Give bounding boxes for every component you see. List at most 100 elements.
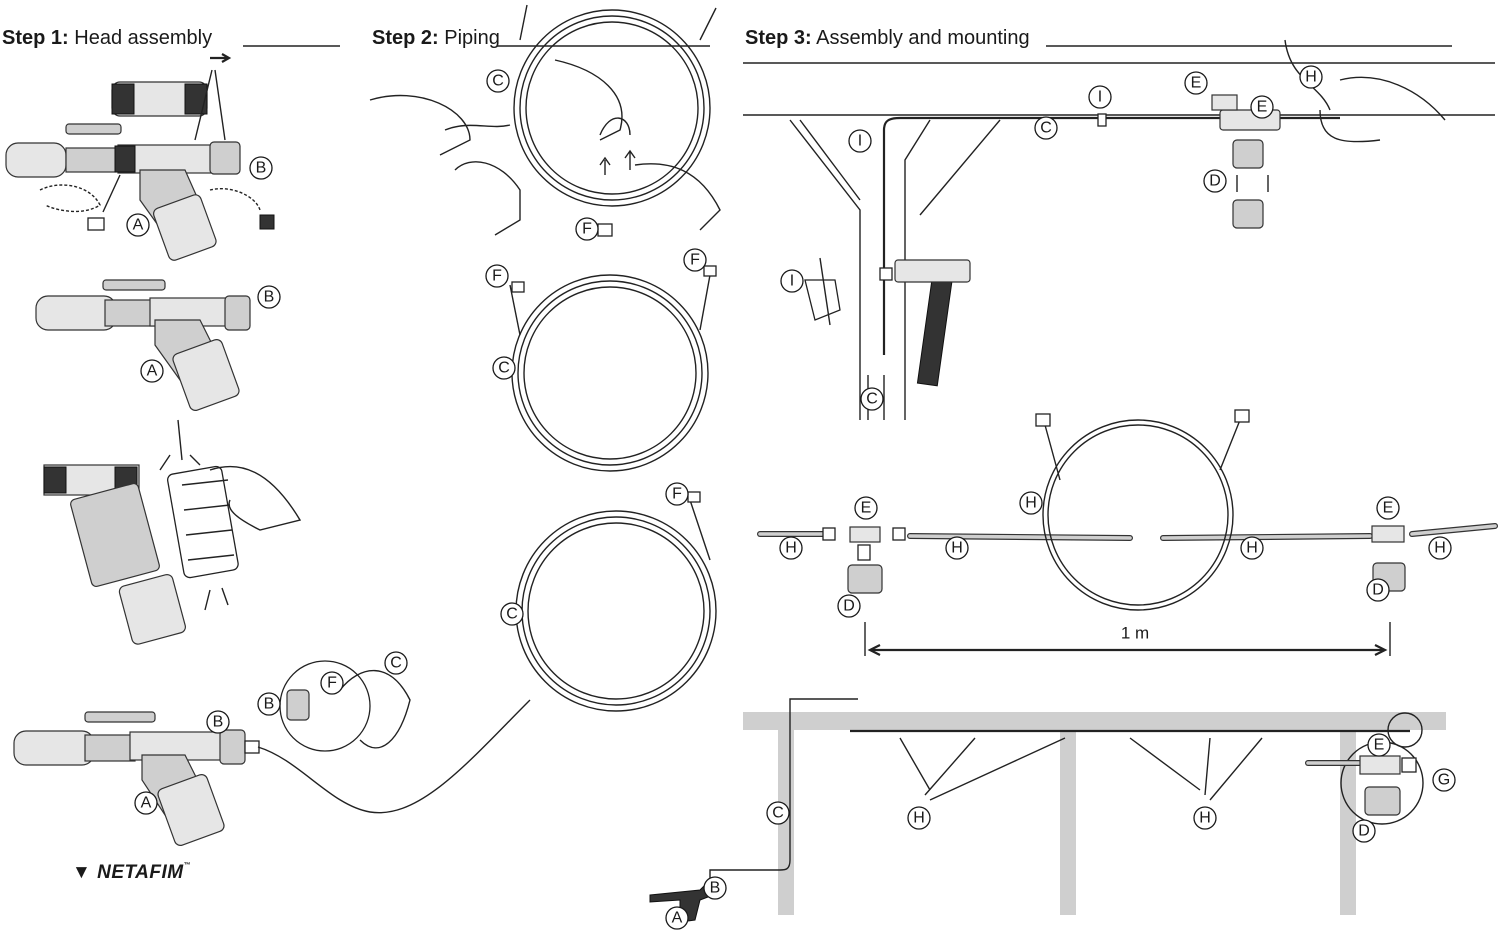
- svg-text:B: B: [256, 160, 267, 177]
- callout-step2-c2: C: [492, 356, 516, 380]
- svg-text:H: H: [951, 540, 963, 557]
- svg-text:H: H: [1434, 540, 1446, 557]
- callout-step3-d4: D: [1352, 819, 1376, 843]
- callout-step3-h5: H: [1240, 536, 1264, 560]
- callout-step1-b2: B: [257, 285, 281, 309]
- callout-step2-f3: F: [683, 248, 707, 272]
- svg-text:C: C: [1040, 120, 1052, 137]
- callout-step1-b1: B: [249, 156, 273, 180]
- measurement-label: 1 m: [1121, 624, 1149, 643]
- svg-text:I: I: [1098, 89, 1102, 106]
- callout-step3-i2: I: [848, 129, 872, 153]
- callout-step3-h4: H: [945, 536, 969, 560]
- step1-panel1: [5, 69, 275, 261]
- svg-text:F: F: [690, 252, 700, 269]
- svg-text:E: E: [1383, 500, 1394, 517]
- step3-pergola: [743, 39, 1495, 420]
- svg-text:C: C: [866, 391, 878, 408]
- svg-text:C: C: [772, 805, 784, 822]
- callout-step3-a: A: [665, 906, 689, 930]
- callout-step3-c1: C: [1034, 116, 1058, 140]
- svg-text:G: G: [1438, 772, 1450, 789]
- svg-text:C: C: [390, 655, 402, 672]
- callout-step3-d3: D: [1366, 578, 1390, 602]
- svg-text:F: F: [327, 675, 337, 692]
- callout-step3-g: G: [1432, 768, 1456, 792]
- svg-text:D: D: [1372, 582, 1384, 599]
- svg-text:B: B: [264, 696, 275, 713]
- callout-step3-e2: E: [1250, 95, 1274, 119]
- callout-step1-b3: B: [206, 710, 230, 734]
- callout-step3-h2: H: [1019, 491, 1043, 515]
- step1-heading: Step 1: Head assembly: [2, 27, 213, 49]
- callout-step2-f4: F: [665, 482, 689, 506]
- step3-heading: Step 3: Assembly and mounting: [745, 27, 1030, 49]
- callout-step2-c3: C: [500, 602, 524, 626]
- callout-step1-a3: A: [134, 791, 158, 815]
- svg-text:F: F: [582, 221, 592, 238]
- svg-text:H: H: [1246, 540, 1258, 557]
- callout-step3-e3: E: [854, 496, 878, 520]
- svg-text:B: B: [264, 289, 275, 306]
- callout-step3-i1: I: [1088, 85, 1112, 109]
- svg-text:H: H: [1305, 69, 1317, 86]
- svg-text:C: C: [506, 606, 518, 623]
- svg-text:F: F: [672, 486, 682, 503]
- callout-step3-i3: I: [780, 269, 804, 293]
- callout-step3-e1: E: [1184, 71, 1208, 95]
- step3-installed-pergola: [649, 698, 1446, 923]
- svg-text:C: C: [492, 73, 504, 90]
- svg-text:A: A: [147, 363, 158, 380]
- svg-text:E: E: [1191, 75, 1202, 92]
- direction-arrow-icon: [210, 53, 232, 63]
- svg-text:A: A: [672, 910, 683, 927]
- callout-step3-e5: E: [1367, 733, 1391, 757]
- callout-step3-c3: C: [766, 801, 790, 825]
- callout-step2-f2: F: [485, 264, 509, 288]
- svg-text:I: I: [790, 273, 794, 290]
- callout-step3-h1: H: [1299, 65, 1323, 89]
- callout-step2-c1: C: [486, 69, 510, 93]
- callout-step3-h8: H: [1193, 806, 1217, 830]
- svg-text:H: H: [1025, 495, 1037, 512]
- callout-step1-f: F: [320, 671, 344, 695]
- step1-panel3: [43, 419, 302, 645]
- svg-text:B: B: [710, 880, 721, 897]
- svg-text:A: A: [141, 795, 152, 812]
- step3-exploded-row: [757, 409, 1498, 656]
- callout-step3-h7: H: [907, 806, 931, 830]
- svg-text:H: H: [913, 810, 925, 827]
- svg-text:E: E: [1374, 737, 1385, 754]
- callout-step1-a1: A: [126, 213, 150, 237]
- svg-text:I: I: [858, 133, 862, 150]
- svg-text:D: D: [1209, 173, 1221, 190]
- step1-panel4: [13, 660, 531, 846]
- svg-text:A: A: [133, 217, 144, 234]
- svg-text:H: H: [785, 540, 797, 557]
- netafim-logo: ▼ NETAFIM™: [72, 862, 192, 883]
- svg-text:F: F: [492, 268, 502, 285]
- svg-text:B: B: [213, 714, 224, 731]
- callout-step3-e4: E: [1376, 496, 1400, 520]
- callout-step3-h3: H: [779, 536, 803, 560]
- callout-step2-f1: F: [575, 217, 599, 241]
- callout-step1-c: C: [384, 651, 408, 675]
- svg-text:C: C: [498, 360, 510, 377]
- svg-text:H: H: [1199, 810, 1211, 827]
- svg-text:D: D: [1358, 823, 1370, 840]
- step2-panel1: [369, 4, 721, 237]
- svg-text:D: D: [843, 598, 855, 615]
- callout-step3-h6: H: [1428, 536, 1452, 560]
- callout-step3-d1: D: [1203, 169, 1227, 193]
- step2-heading: Step 2: Piping: [372, 27, 500, 49]
- svg-text:E: E: [861, 500, 872, 517]
- callout-step3-d2: D: [837, 594, 861, 618]
- svg-text:E: E: [1257, 99, 1268, 116]
- callout-step1-a2: A: [140, 359, 164, 383]
- callout-step1-b4: B: [257, 692, 281, 716]
- callout-step3-b: B: [703, 876, 727, 900]
- step1-panel2: [35, 279, 251, 411]
